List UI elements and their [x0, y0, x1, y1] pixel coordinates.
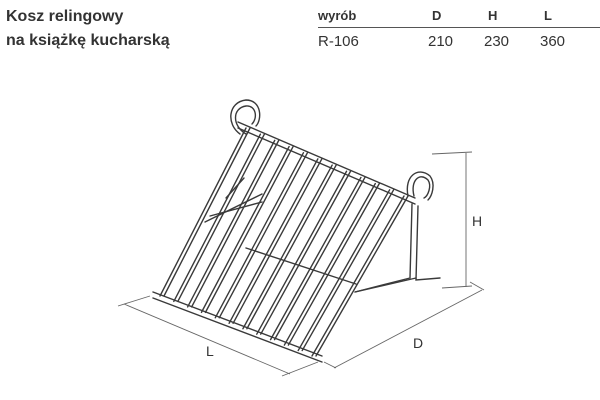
dimension-l-label: L [206, 343, 214, 359]
header-d: D [432, 8, 442, 23]
cell-l: 360 [540, 33, 566, 50]
cell-product: R-106 [318, 33, 359, 50]
header-h: H [488, 8, 498, 23]
header-divider [318, 27, 600, 28]
basket-rod [204, 145, 294, 314]
basket-rod [228, 158, 319, 324]
cell-h: 230 [484, 33, 510, 50]
basket-rod [232, 158, 323, 324]
cell-d: 210 [428, 33, 454, 50]
product-title-line-2: na książkę kucharską [6, 32, 170, 49]
basket-rod [287, 182, 380, 346]
basket-rod [246, 164, 337, 330]
dimension-d-label: D [413, 335, 423, 351]
basket-rod [256, 170, 348, 335]
basket-rod [242, 164, 333, 330]
header-l: L [544, 8, 552, 23]
basket-rod [311, 195, 405, 357]
dimension-h-label: H [472, 213, 482, 229]
basket-rod [186, 139, 276, 308]
basket-rod [260, 170, 352, 335]
basket-rod [315, 195, 409, 357]
basket-rod [200, 145, 290, 314]
product-title: Kosz relingowy na książkę kucharską [6, 5, 170, 53]
basket-rod [297, 189, 391, 352]
dimension-lines [117, 151, 485, 377]
basket-rod [177, 133, 266, 303]
basket-rod [159, 127, 247, 297]
basket-rod [214, 152, 305, 319]
basket-rod [190, 139, 280, 308]
basket-rod [273, 176, 366, 341]
basket-wires [152, 99, 441, 363]
header-product: wyrób [318, 8, 357, 23]
basket-rod [218, 152, 309, 319]
basket-rod [163, 127, 251, 297]
product-title-line-1: Kosz relingowy [6, 8, 124, 25]
basket-rod [269, 176, 362, 341]
basket-rod [301, 189, 395, 352]
basket-rod [283, 182, 376, 346]
basket-rod [173, 133, 262, 303]
